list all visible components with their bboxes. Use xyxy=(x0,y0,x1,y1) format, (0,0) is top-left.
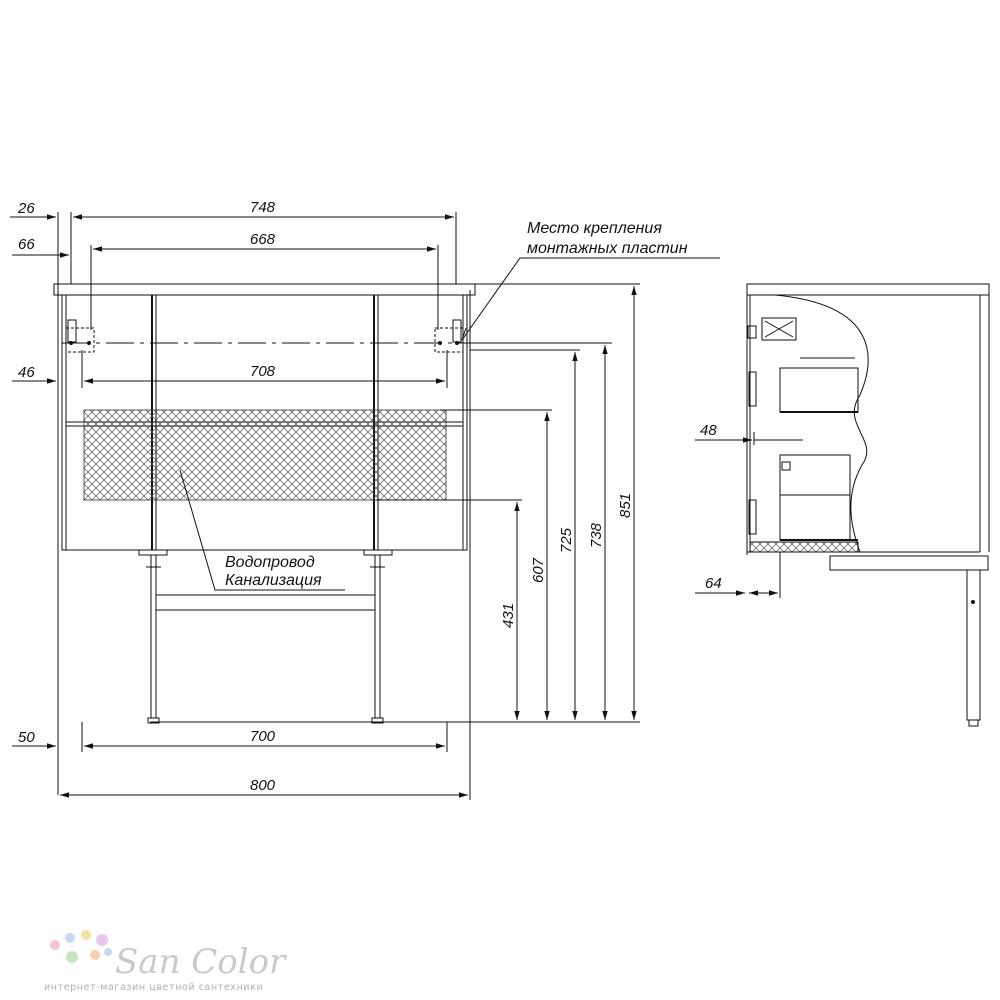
dim-800: 800 xyxy=(250,777,276,794)
dim-26: 26 xyxy=(17,200,35,217)
front-view: 26 748 66 668 46 708 50 700 800 xyxy=(10,199,720,800)
dim-48: 48 xyxy=(700,422,717,439)
dim-700: 700 xyxy=(250,728,276,745)
legs xyxy=(138,549,393,724)
dim-66: 66 xyxy=(18,236,35,253)
dim-607: 607 xyxy=(530,557,547,583)
cabinet-body xyxy=(61,294,468,551)
dim-46: 46 xyxy=(18,364,35,381)
logo-brand: San Color xyxy=(115,942,287,982)
dim-50: 50 xyxy=(18,729,35,746)
dim-738: 738 xyxy=(588,522,605,548)
side-view: 48 64 xyxy=(695,283,990,727)
plumbing-zone xyxy=(83,409,447,501)
mounting-plate-label-line1: Место крепления xyxy=(527,220,662,237)
mounting-plate-label-line2: монтажных пластин xyxy=(527,240,688,257)
dim-725: 725 xyxy=(558,527,575,553)
sancolor-logo: San Color интернет-магазин цветной санте… xyxy=(44,930,287,993)
section-cutaway xyxy=(774,294,869,553)
mounting-plate-right xyxy=(434,319,464,353)
countertop xyxy=(53,283,476,296)
water-supply-label: Водопровод xyxy=(225,554,315,571)
mounting-plate-left xyxy=(65,319,95,353)
dim-708: 708 xyxy=(250,363,276,380)
dim-431: 431 xyxy=(500,603,517,628)
dim-668: 668 xyxy=(250,231,276,248)
sewer-label: Канализация xyxy=(225,572,322,589)
logo-tagline: интернет-магазин цветной сантехники xyxy=(44,982,263,993)
dim-748: 748 xyxy=(250,199,276,216)
dim-851: 851 xyxy=(617,493,634,518)
dim-64: 64 xyxy=(705,575,722,592)
